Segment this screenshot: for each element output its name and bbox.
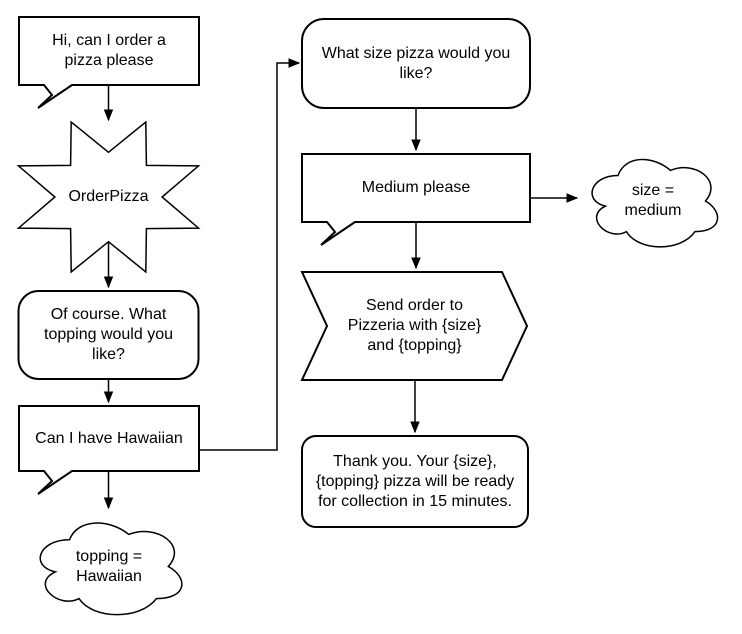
greeting-speech-bubble-shape: [18, 16, 200, 109]
topping-note-cloud-shape: [39, 522, 183, 616]
confirmation-box-shape: [301, 435, 529, 528]
orderpizza-star-shape: [16, 120, 201, 274]
send-order-chevron-shape: [300, 271, 529, 381]
size-note-cloud-shape: [591, 158, 719, 248]
medium-answer-label: Medium please: [361, 179, 471, 196]
greeting-label: Hi, can I order a pizza please: [52, 32, 166, 69]
hawaiian-speech-bubble-shape: [18, 405, 200, 495]
topping-note-label: topping = Hawaiian: [75, 547, 143, 585]
hawaiian-answer-label: Can I have Hawaiian: [35, 429, 183, 447]
confirmation-label: Thank you. Your {size}, {topping} pizza …: [315, 452, 515, 510]
orderpizza-label: OrderPizza: [68, 188, 149, 205]
medium-speech-bubble-shape: [301, 153, 531, 246]
size-question-box-shape: [301, 18, 531, 109]
send-order-label: Send order to Pizzeria with {size} and {…: [347, 297, 482, 354]
size-note-label: size = medium: [624, 182, 682, 219]
topping-question-box-shape: [17, 290, 200, 380]
topping-question-label: Of course. What topping would you like?: [44, 306, 173, 363]
size-question-label: What size pizza would you like?: [321, 44, 511, 82]
connector-hawaiian-to-size-question: [199, 63, 299, 451]
